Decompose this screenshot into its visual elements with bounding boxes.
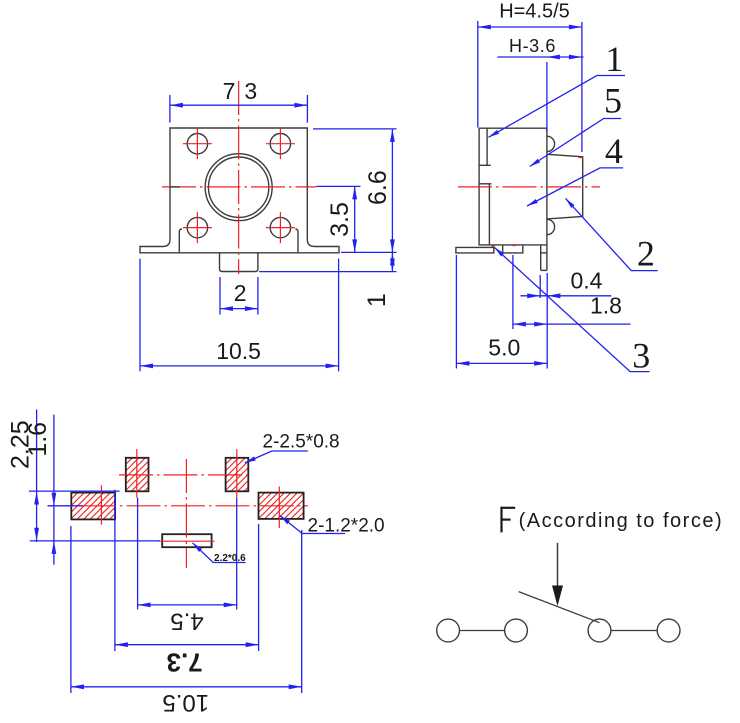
svg-text:1.6: 1.6 <box>24 422 52 457</box>
svg-text:2-1.2*2.0: 2-1.2*2.0 <box>308 516 385 537</box>
svg-text:3: 3 <box>244 78 257 104</box>
svg-text:H-3.6: H-3.6 <box>509 36 556 56</box>
svg-text:5.0: 5.0 <box>488 334 520 360</box>
svg-text:10.5: 10.5 <box>162 689 209 716</box>
svg-text:1: 1 <box>363 293 391 307</box>
svg-text:2.2*0.6: 2.2*0.6 <box>214 553 246 564</box>
svg-text:3.5: 3.5 <box>326 202 354 237</box>
svg-text:2: 2 <box>637 233 655 273</box>
svg-text:3: 3 <box>632 336 650 376</box>
svg-text:1.8: 1.8 <box>590 293 622 319</box>
svg-text:10.5: 10.5 <box>216 338 261 364</box>
svg-text:2-2.5*0.8: 2-2.5*0.8 <box>263 432 340 453</box>
svg-text:4: 4 <box>605 131 623 171</box>
svg-text:1: 1 <box>605 39 623 79</box>
svg-text:5: 5 <box>604 81 622 121</box>
svg-text:4.5: 4.5 <box>170 608 203 635</box>
svg-text:0.4: 0.4 <box>571 268 603 294</box>
svg-text:7: 7 <box>223 78 236 104</box>
svg-text:6.6: 6.6 <box>364 170 392 205</box>
svg-text:(According to force): (According to force) <box>519 510 724 532</box>
svg-text:7.3: 7.3 <box>167 648 203 678</box>
svg-text:2: 2 <box>234 280 247 306</box>
svg-text:H=4.5/5: H=4.5/5 <box>499 1 570 23</box>
svg-text:2.25: 2.25 <box>7 420 35 469</box>
